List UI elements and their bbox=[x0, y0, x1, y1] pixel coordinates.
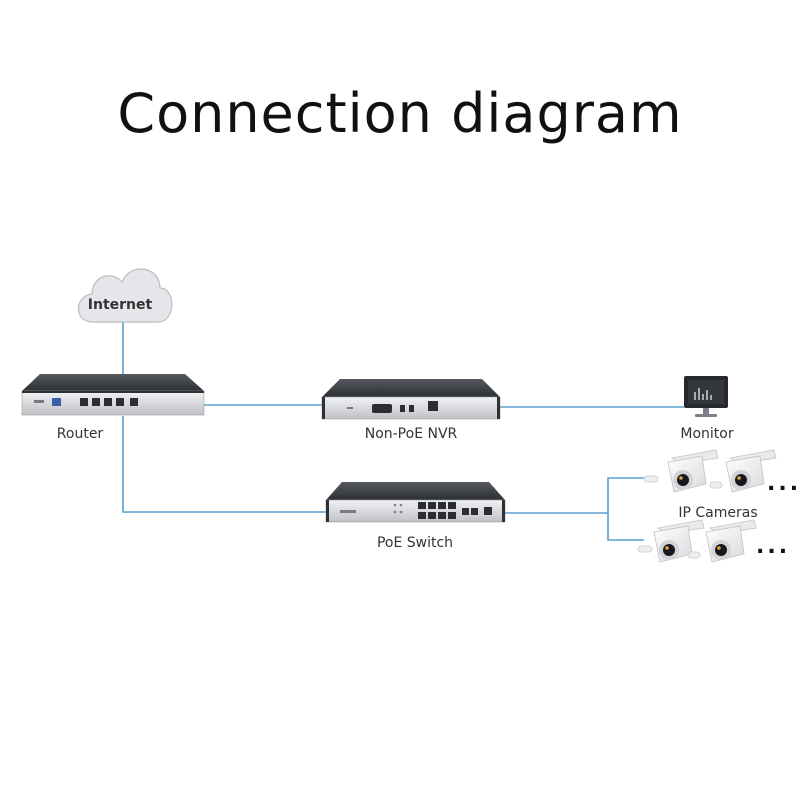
cable-router-switch bbox=[122, 416, 326, 513]
cameras-group bbox=[637, 449, 777, 563]
nvr-label: Non-PoE NVR bbox=[365, 426, 458, 442]
internet-label: Internet bbox=[88, 297, 153, 313]
cloud-icon bbox=[77, 268, 173, 323]
more-cameras-ellipsis: ... bbox=[756, 534, 790, 559]
camera-icon bbox=[709, 449, 777, 493]
monitor-label: Monitor bbox=[680, 426, 733, 442]
camera-icon bbox=[687, 519, 757, 563]
ip-cameras-label: IP Cameras bbox=[678, 505, 757, 521]
router-label: Router bbox=[57, 426, 104, 442]
more-cameras-ellipsis: ... bbox=[767, 471, 800, 496]
switch-icon bbox=[325, 482, 506, 523]
poe-switch-label: PoE Switch bbox=[377, 535, 453, 551]
monitor-icon bbox=[684, 376, 728, 417]
nvr-icon bbox=[321, 379, 501, 420]
camera-icon bbox=[637, 519, 705, 563]
diagram-title: Connection diagram bbox=[117, 82, 683, 145]
cable-hub-cameras bbox=[607, 477, 644, 541]
camera-icon bbox=[643, 449, 719, 493]
router-icon bbox=[21, 374, 205, 416]
cables bbox=[122, 322, 684, 541]
